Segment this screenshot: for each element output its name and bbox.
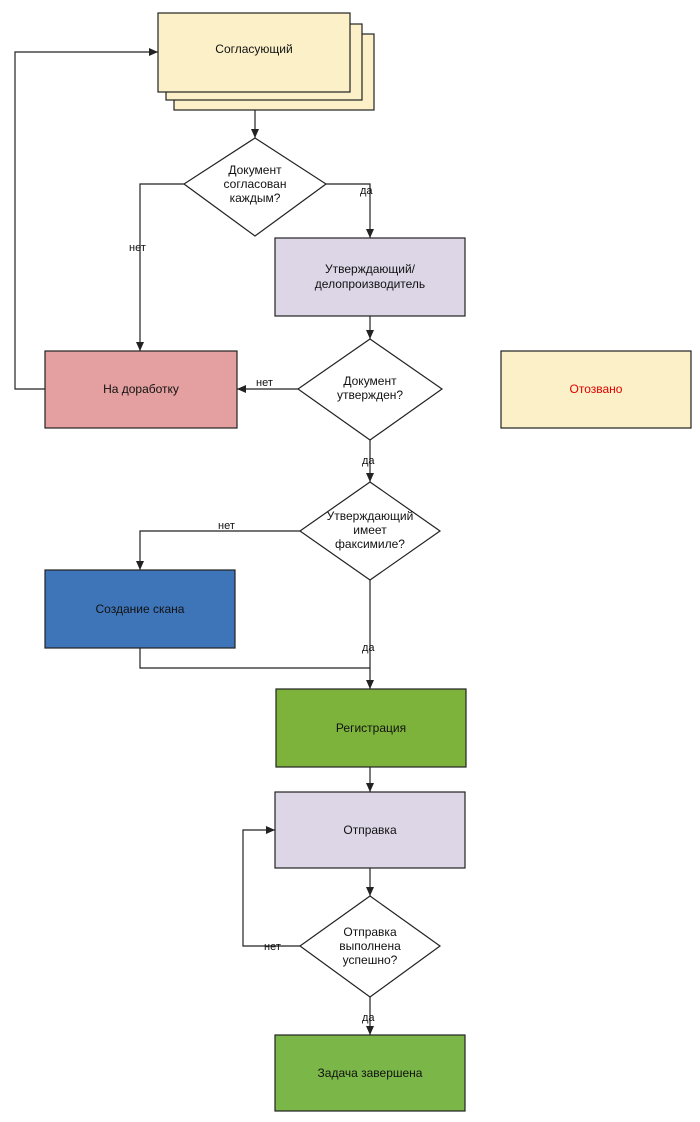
edge-scan-to-registration — [139, 648, 370, 669]
task-done-box — [274, 1034, 466, 1112]
decision-sent-line3: успешно? — [343, 953, 398, 967]
decision-sent-line1: Отправка — [343, 925, 397, 939]
edge-label-yes1: да — [360, 185, 373, 197]
node-revoked: Отозвано — [500, 350, 692, 429]
decision-approved-line2: утвержден? — [337, 388, 403, 402]
decision-facsimile-shape — [298, 481, 442, 581]
decision-agreed-line3: каждым? — [230, 191, 281, 205]
sending-label: Отправка — [343, 823, 397, 837]
signer-box — [274, 237, 466, 317]
rework-box — [44, 350, 238, 429]
node-task-done: Задача завершена — [274, 1034, 466, 1112]
node-approver: Согласующий — [157, 12, 375, 111]
registration-box — [275, 688, 467, 768]
edge-label-no4: нет — [264, 941, 281, 953]
node-decision-sent: Отправка выполнена успешно? — [298, 895, 442, 998]
registration-label: Регистрация — [336, 721, 406, 735]
edge-label-no1: нет — [129, 242, 146, 254]
approver-box — [157, 12, 351, 93]
edge-label-yes4: да — [362, 1012, 375, 1024]
node-create-scan: Создание скана — [44, 569, 236, 649]
node-signer: Утверждающий/ делопроизводитель — [274, 237, 466, 317]
node-rework: На доработку — [44, 350, 238, 429]
node-decision-agreed: Документ согласован каждым? — [182, 137, 328, 237]
edge-label-yes3: да — [362, 642, 375, 654]
sending-box — [274, 791, 466, 869]
decision-agreed-shape — [182, 137, 328, 237]
edge-decision1-no — [136, 183, 184, 351]
decision-facsimile-line3: факсимиле? — [335, 537, 405, 551]
node-sending: Отправка — [274, 791, 466, 869]
edge-decision4-no — [242, 826, 300, 947]
node-decision-facsimile: Утверждающий имеет факсимиле? — [298, 481, 442, 581]
edge-label-no3: нет — [218, 520, 235, 532]
edge-label-no2: нет — [256, 377, 273, 389]
decision-agreed-line2: согласован — [224, 177, 287, 191]
edge-label-yes2: да — [362, 455, 375, 467]
approver-label: Согласующий — [215, 42, 292, 56]
decision-facsimile-line2: имеет — [353, 523, 387, 537]
decision-sent-line2: выполнена — [339, 939, 401, 953]
decision-approved-shape — [296, 338, 444, 441]
edge-rework-back — [14, 48, 158, 390]
decision-sent-shape — [298, 895, 442, 998]
task-done-label: Задача завершена — [318, 1066, 423, 1080]
decision-agreed-line1: Документ — [228, 163, 282, 177]
create-scan-label: Создание скана — [96, 602, 185, 616]
edge-decision1-yes — [326, 183, 374, 238]
signer-line1: Утверждающий/ — [325, 262, 416, 276]
node-decision-approved: Документ утвержден? — [296, 338, 444, 441]
edge-decision3-no — [136, 530, 300, 570]
rework-label: На доработку — [103, 382, 179, 396]
revoked-label: Отозвано — [570, 382, 623, 396]
decision-approved-line1: Документ — [343, 374, 397, 388]
create-scan-box — [44, 569, 236, 649]
revoked-box — [500, 350, 692, 429]
node-registration: Регистрация — [275, 688, 467, 768]
signer-line2: делопроизводитель — [315, 277, 425, 291]
decision-facsimile-line1: Утверждающий — [327, 509, 414, 523]
